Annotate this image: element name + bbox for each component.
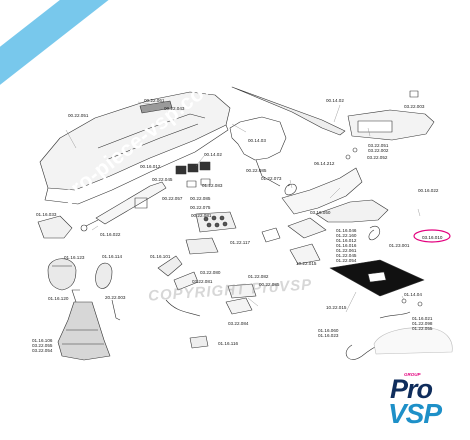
part-number-label: 00.22.085: [190, 196, 211, 201]
part-number-label: 01.16.060: [318, 328, 339, 333]
part-number-label: 01.16.114: [102, 254, 123, 259]
highlighted-part-number: 03.16.010: [422, 235, 443, 240]
part-number-label: 01.22.054: [336, 258, 357, 263]
gear-cable-assembly: [157, 255, 201, 317]
part-number-label: 00.22.081: [191, 213, 212, 218]
gear-boot: [57, 289, 121, 361]
part-number-label: 01.22.061: [336, 248, 357, 253]
pedal-assembly: [261, 167, 389, 265]
part-number-label: 00.14.02: [326, 98, 344, 103]
part-number-label: 00.22.085: [259, 282, 280, 287]
sun-visor: [345, 90, 435, 160]
part-number-label: 00.16.012: [140, 164, 161, 169]
part-number-label: 01.14.04: [404, 292, 422, 297]
handbrake-lever: [229, 86, 346, 187]
part-number-label: 00.22.051: [68, 113, 89, 118]
small-clip: [189, 335, 209, 349]
part-number-label: 01.16.033: [36, 212, 57, 217]
part-number-label: 01.16.046: [336, 228, 357, 233]
part-number-label: 00.22.045: [152, 177, 173, 182]
part-number-label: 00.14.03: [248, 138, 266, 143]
part-number-label: 00.22.043: [164, 106, 185, 111]
part-number-label: 01.22.055: [412, 326, 433, 331]
return-spring: [284, 183, 297, 196]
part-number-label: 01.16.123: [64, 255, 85, 260]
part-number-label: 01.22.117: [230, 240, 251, 245]
car-silhouette: [373, 327, 453, 355]
part-number-label: 01.16.106: [32, 338, 53, 343]
logo-group-text: GROUP: [404, 372, 421, 377]
part-number-label: 01.22.160: [336, 233, 357, 238]
part-number-label: 01.16.116: [218, 341, 239, 346]
part-number-label: 01.16.012: [336, 238, 357, 243]
part-number-label: 00.22.075: [190, 205, 211, 210]
part-number-label: 06.14.212: [314, 161, 335, 166]
pedal-bracket-left: [37, 215, 73, 239]
part-number-label: 03.22.054: [32, 348, 53, 353]
part-number-label: 01.16.022: [100, 232, 121, 237]
return-spring-2: [368, 225, 381, 241]
gear-knob: [47, 258, 113, 291]
part-number-label: 03.16.050: [310, 210, 331, 215]
part-number-label: 00.22.085: [246, 168, 267, 173]
logo-pro-text: Pro: [390, 374, 433, 404]
part-number-label: 01.22.083: [202, 183, 223, 188]
highlight-oval: [413, 229, 451, 243]
part-number-label: 00.16.022: [418, 188, 439, 193]
part-number-label: 01.16.021: [412, 316, 433, 321]
part-number-label: 03.22.055: [32, 343, 53, 348]
switch-block: [175, 161, 211, 188]
part-number-label: 01.23.001: [389, 243, 410, 248]
floor-mat: [329, 259, 425, 297]
part-number-label: 01.16.016: [336, 243, 357, 248]
part-number-label: 01.22.073: [261, 176, 282, 181]
part-number-label: 10.22.015: [296, 261, 317, 266]
part-number-label: 20.22.003: [105, 295, 126, 300]
part-number-label: 03.22.080: [200, 270, 221, 275]
part-number-label: 01.16.120: [48, 296, 69, 301]
center-console: [39, 91, 231, 205]
part-number-label: 03.22.084: [228, 321, 249, 326]
part-number-label: 00.14.02: [204, 152, 222, 157]
leader-lines: [65, 101, 421, 313]
part-number-label: 10.22.015: [326, 305, 347, 310]
part-number-label: 03.22.081: [192, 279, 213, 284]
small-bracket: [134, 197, 148, 209]
part-number-label: 03.22.002: [368, 148, 389, 153]
pedal-pads: [185, 211, 257, 315]
part-number-label: 00.22.057: [162, 196, 183, 201]
part-number-label: 03.22.051: [368, 143, 389, 148]
part-number-label: 01.16.023: [318, 333, 339, 338]
part-number-label: 00.22.061: [144, 98, 165, 103]
part-number-label: 01.22.098: [412, 321, 433, 326]
gear-linkage-rod: [80, 181, 167, 232]
part-number-label: 01.22.045: [336, 253, 357, 258]
part-number-label: 03.22.003: [404, 104, 425, 109]
part-number-label: 03.22.052: [367, 155, 388, 160]
logo-vsp-text: VSP: [388, 398, 442, 429]
part-number-label: 01.16.101: [150, 254, 171, 259]
part-number-label: 01.22.082: [248, 274, 269, 279]
